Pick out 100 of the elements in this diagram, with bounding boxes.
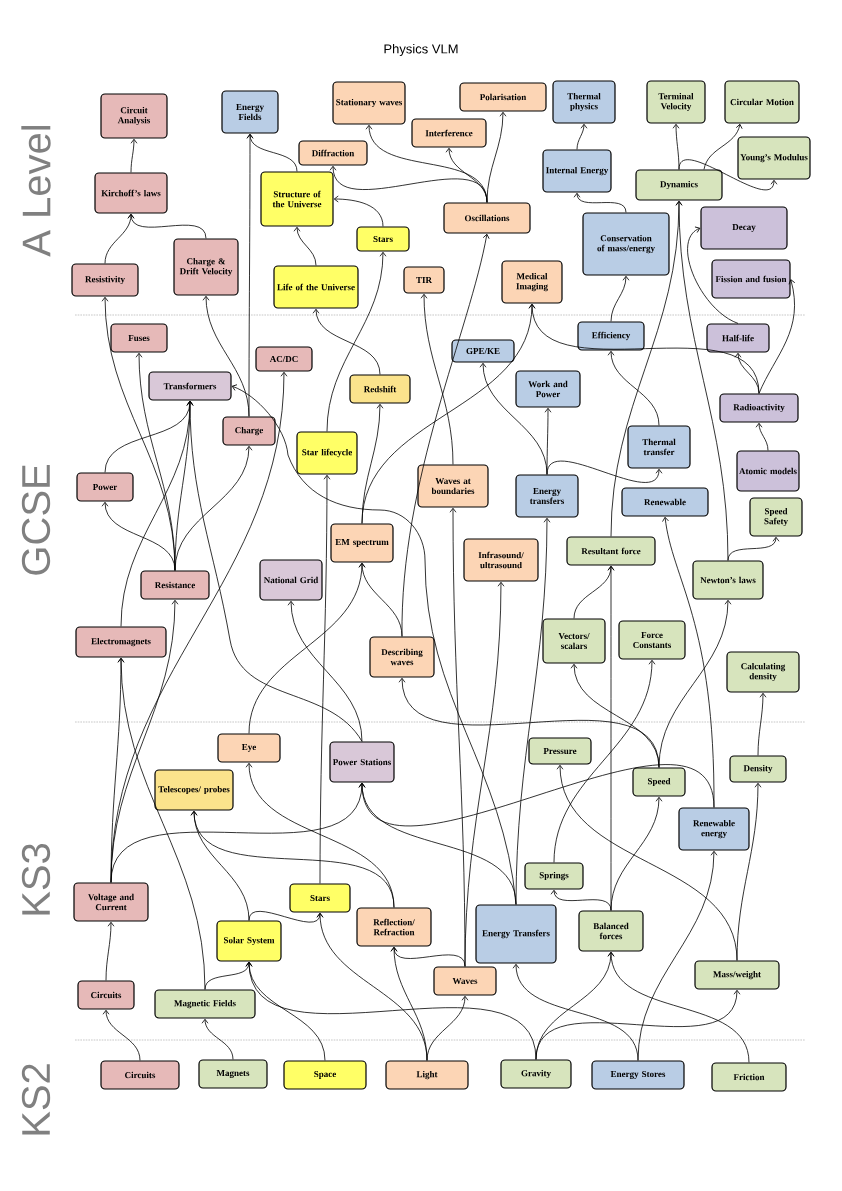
arrow — [248, 562, 366, 734]
topic-box: Young’s Modulus — [737, 136, 811, 180]
topic-box: Resistance — [140, 570, 210, 600]
arrow — [201, 1018, 234, 1060]
arrow — [401, 233, 490, 637]
arrow — [678, 159, 778, 191]
topic-box: Renewable energy — [678, 807, 750, 851]
topic-box: Circuits — [77, 980, 135, 1010]
topic-box: Speed — [632, 767, 686, 797]
topic-box: Magnets — [198, 1059, 268, 1089]
topic-box: Energy transfers — [515, 474, 579, 518]
arrow — [576, 123, 588, 150]
arrow — [326, 251, 387, 432]
arrow — [319, 474, 331, 884]
arrow — [553, 659, 656, 863]
topic-box: Magnetic Fields — [154, 989, 256, 1019]
topic-box: Describing waves — [369, 636, 435, 678]
topic-box: Electromagnets — [75, 626, 167, 658]
title: Physics VLM — [384, 43, 458, 57]
arrow — [573, 192, 627, 213]
stage-label: GCSE — [21, 465, 51, 575]
topic-box: Fuses — [110, 323, 168, 353]
arrow — [607, 951, 750, 1063]
topic-box: Transformers — [148, 371, 232, 401]
topic-box: Work and Power — [515, 370, 581, 408]
arrow — [358, 782, 517, 905]
topic-box: Mass/weight — [694, 960, 780, 990]
arrow — [390, 946, 428, 1061]
arrow — [727, 536, 780, 561]
arrow — [246, 133, 254, 417]
topic-box: Stars — [289, 883, 351, 913]
topic-box: Voltage and Current — [73, 882, 149, 922]
topic-box: Circuits — [100, 1060, 180, 1090]
arrow — [398, 677, 660, 768]
topic-box: Dynamics — [635, 169, 723, 201]
topic-box: Light — [385, 1060, 469, 1090]
arrow — [420, 293, 454, 465]
arrow — [535, 989, 741, 1060]
stage-label: A Level — [21, 126, 51, 257]
topic-box: Waves — [433, 966, 497, 996]
topic-box: Terminal Velocity — [646, 80, 706, 124]
topic-box: Internal Energy — [542, 149, 612, 193]
arrow — [755, 422, 769, 451]
topic-box: Springs — [524, 862, 584, 890]
topic-box: Newton’s laws — [692, 560, 764, 600]
topic-box: Kirchoff’s laws — [94, 172, 168, 214]
topic-box: Calculating density — [726, 651, 800, 693]
arrow — [130, 138, 138, 173]
arrow — [734, 352, 760, 394]
topic-box: Power — [76, 472, 134, 502]
arrow — [610, 796, 663, 911]
topic-box: National Grid — [259, 559, 323, 601]
arrow — [486, 111, 507, 203]
topic-box: Diffraction — [298, 140, 368, 166]
topic-box: Stars — [356, 226, 410, 252]
arrow — [426, 995, 469, 1061]
topic-box: Thermal physics — [552, 80, 616, 124]
topic-box: Friction — [711, 1062, 787, 1092]
arrow — [687, 226, 739, 324]
topic-box: Life of the Universe — [273, 265, 359, 309]
arrow — [390, 946, 466, 967]
topic-box: Waves at boundaries — [417, 464, 489, 508]
topic-box: Telescopes/ probes — [154, 769, 234, 811]
topic-box: Conservation of mass/energy — [582, 212, 670, 276]
topic-box: Interference — [411, 118, 487, 148]
arrow — [550, 889, 612, 911]
arrow — [672, 123, 680, 170]
arrow — [174, 445, 253, 571]
topic-box: Oscillations — [443, 202, 531, 234]
arrow — [546, 460, 663, 483]
topic-box: TIR — [403, 266, 445, 294]
topic-box: Radioactivity — [719, 393, 799, 423]
topic-box: Circuit Analysis — [100, 93, 168, 139]
arrow — [186, 400, 363, 742]
topic-box: Structure of the Universe — [260, 171, 334, 227]
arrow — [464, 581, 505, 967]
topic-box: EM spectrum — [330, 523, 394, 563]
arrow — [312, 308, 381, 375]
topic-box: Star lifecycle — [296, 431, 358, 475]
topic-box: Energy Stores — [591, 1060, 685, 1090]
arrow — [293, 226, 317, 266]
topic-box: Space — [283, 1060, 367, 1090]
topic-box: Balanced forces — [578, 910, 644, 952]
topic-box: Circular Motion — [724, 80, 800, 124]
topic-box: Density — [729, 755, 787, 783]
topic-box: Solar System — [216, 920, 282, 962]
stage-label: KS3 — [21, 843, 51, 915]
arrow — [607, 350, 660, 426]
topic-box: Half-life — [706, 323, 770, 353]
topic-box: Pressure — [528, 737, 592, 765]
topic-box: AC/DC — [255, 346, 313, 372]
topic-box: Reflection/ Refraction — [356, 907, 432, 947]
arrow — [556, 764, 738, 961]
topic-box: Gravity — [500, 1059, 572, 1089]
arrow — [110, 371, 288, 883]
topic-box: Power Stations — [329, 741, 395, 783]
arrow — [190, 810, 250, 921]
arrow — [736, 782, 762, 961]
arrow — [287, 600, 363, 742]
topic-box: Force Constants — [618, 620, 686, 660]
